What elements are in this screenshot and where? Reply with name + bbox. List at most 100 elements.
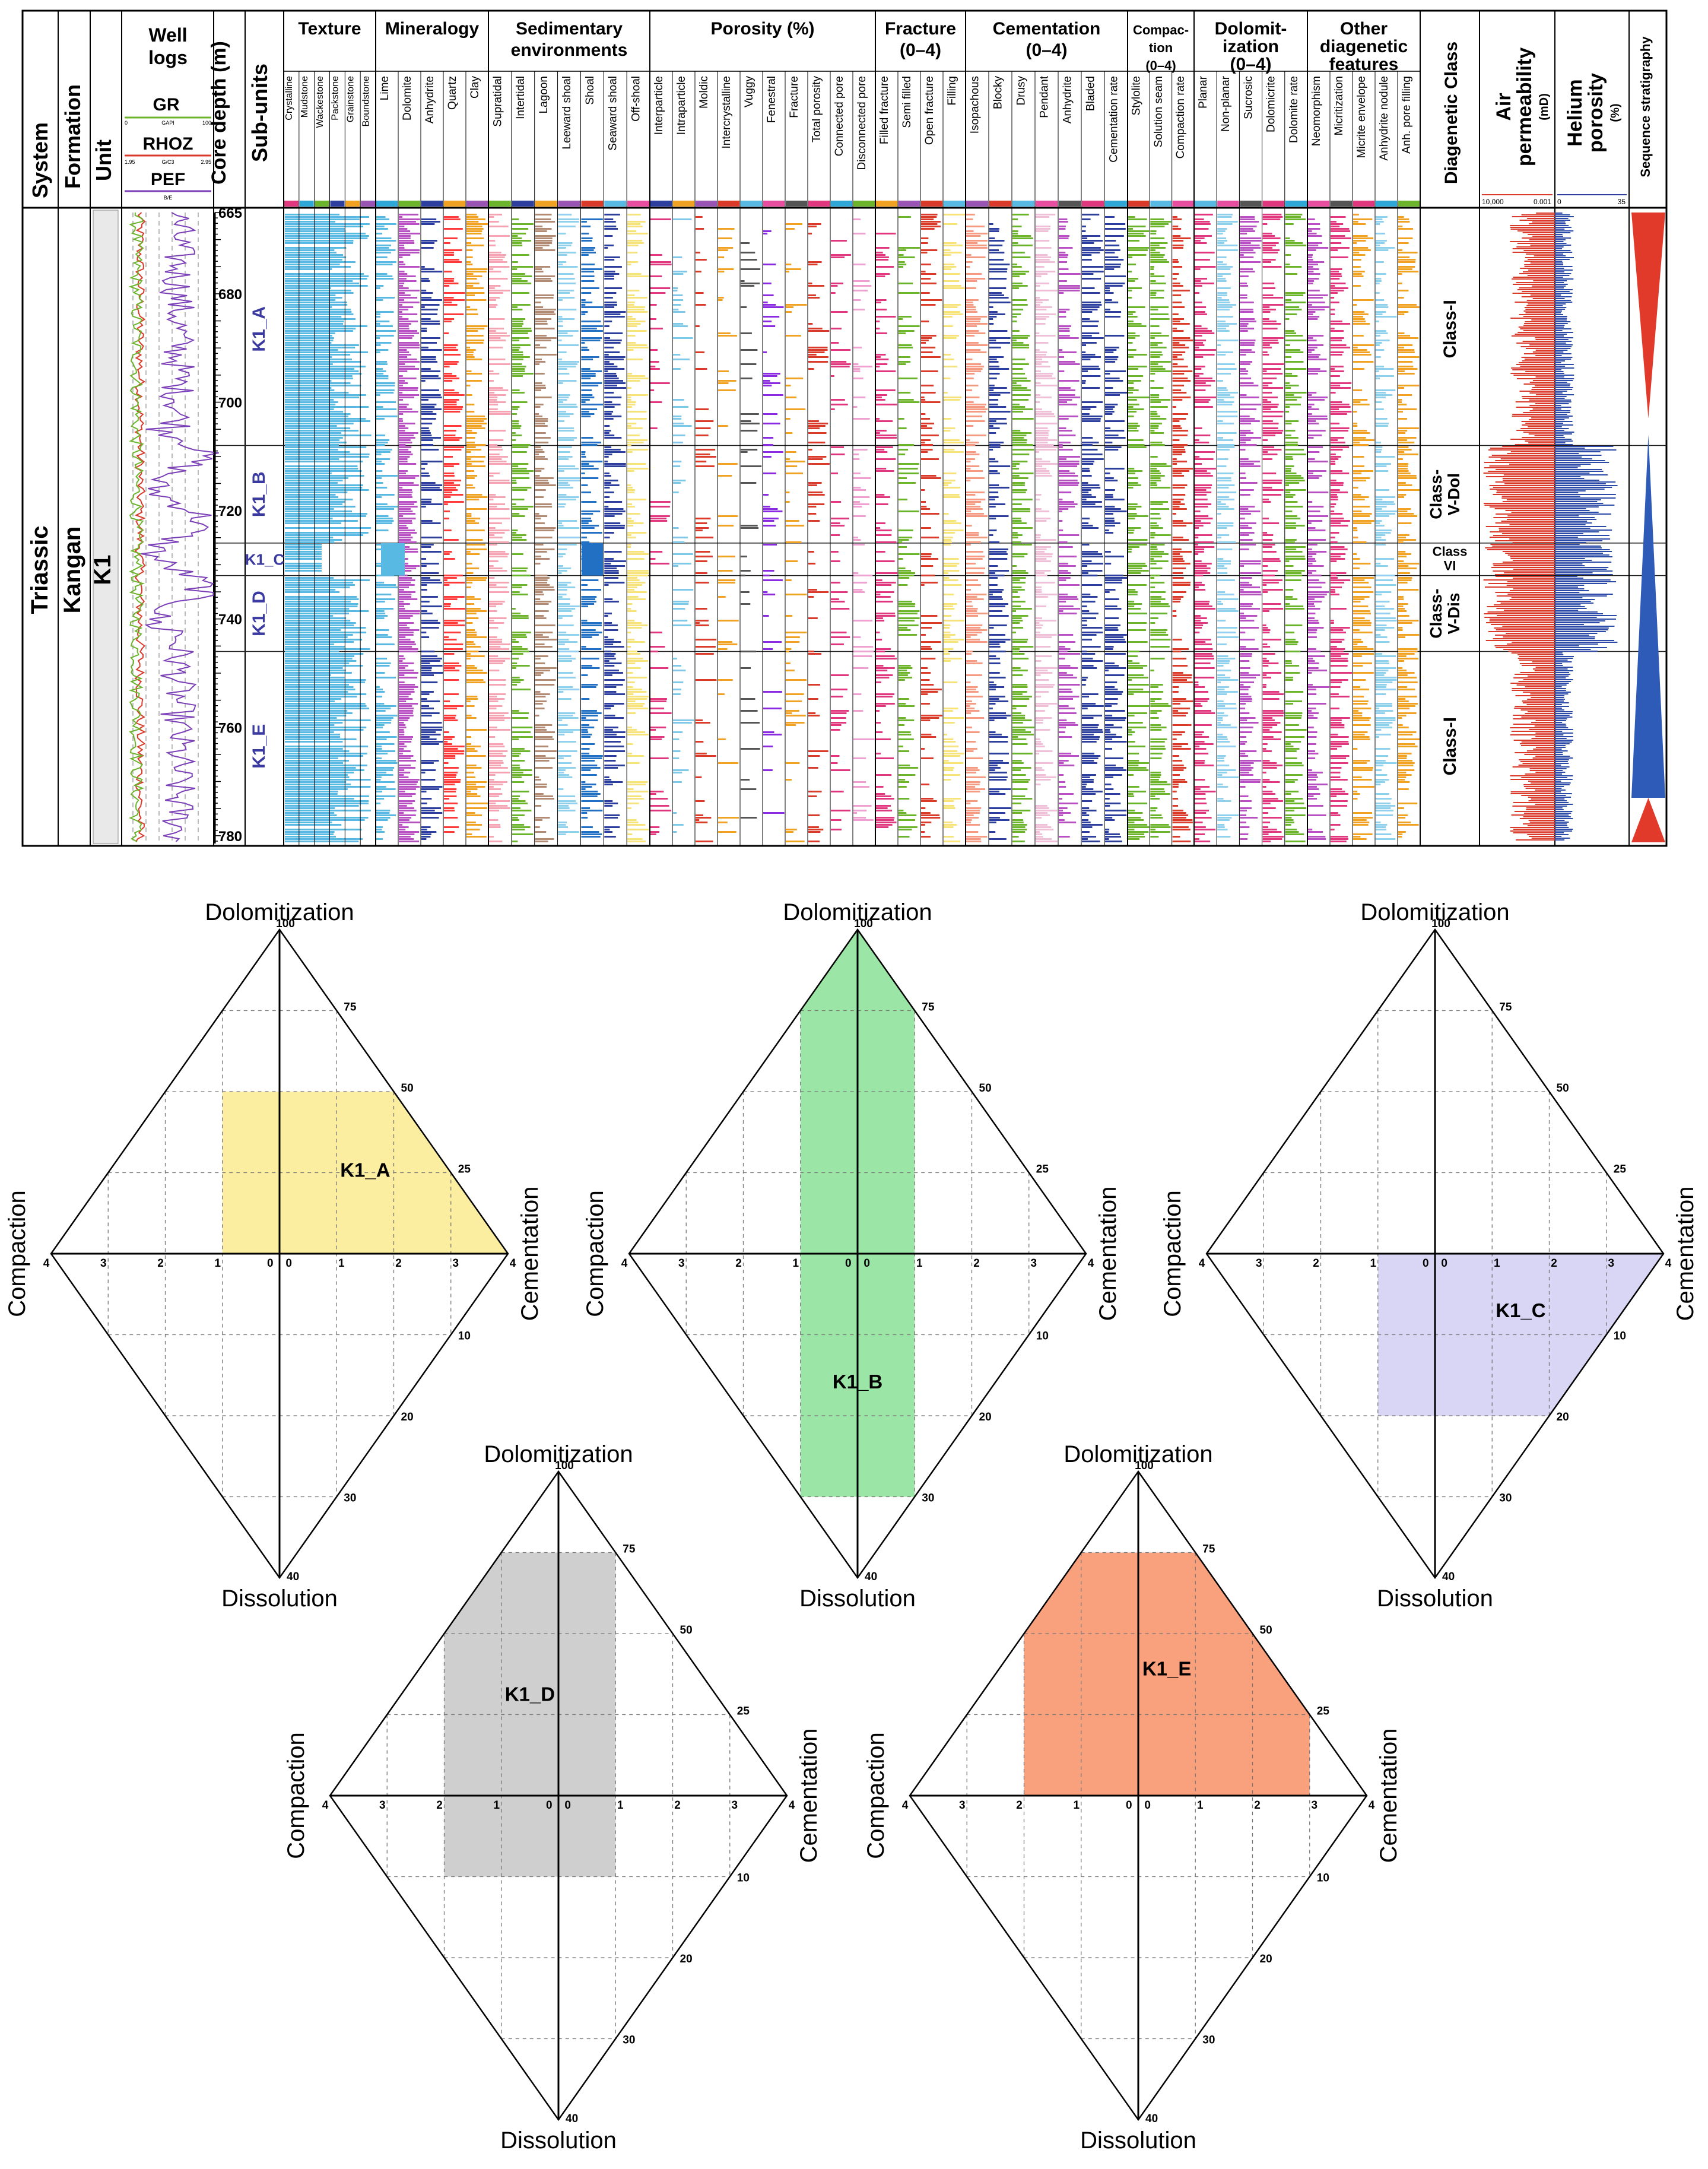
header-sub-units: Sub-units bbox=[247, 64, 272, 162]
group-title: environments bbox=[511, 40, 628, 60]
diagenetic-class-label: V-Dis bbox=[1445, 593, 1463, 635]
column-header: Lagoon bbox=[538, 76, 550, 113]
data-bars bbox=[535, 214, 557, 842]
horizontal-tick-label: 3 bbox=[959, 1799, 966, 1812]
helium-title-2: porosity bbox=[1585, 73, 1607, 153]
column-header: Semi filled bbox=[901, 76, 913, 128]
column-header: Seaward shoal bbox=[607, 76, 620, 151]
horizontal-tick-label: 1 bbox=[792, 1257, 799, 1270]
column-color-bar bbox=[763, 201, 785, 207]
axis-title-dolomitization: Dolomitization bbox=[205, 899, 354, 925]
helium-porosity-bars bbox=[1555, 213, 1618, 841]
bottom-scale-label: 20 bbox=[979, 1411, 992, 1423]
group-title: (0–4) bbox=[1145, 58, 1176, 73]
rhoz-min: 1.95 bbox=[125, 159, 135, 165]
column-color-bar bbox=[376, 201, 398, 207]
subunit-label: K1_C bbox=[245, 550, 285, 568]
data-bars bbox=[444, 216, 465, 833]
top-scale-label: 50 bbox=[1260, 1624, 1272, 1637]
column-color-bar bbox=[361, 201, 375, 207]
column-color-bar bbox=[1172, 201, 1193, 207]
horizontal-tick-label: 4 bbox=[43, 1257, 50, 1270]
top-scale-label: 75 bbox=[922, 1001, 935, 1014]
column-color-bar bbox=[944, 201, 965, 207]
column-color-bar bbox=[1105, 201, 1127, 207]
column-header: Dolomite rate bbox=[1288, 76, 1300, 143]
column-color-bar bbox=[466, 201, 488, 207]
data-bars bbox=[399, 214, 420, 842]
region-label: K1_D bbox=[505, 1683, 555, 1705]
rhoz-max: 2.95 bbox=[201, 159, 211, 165]
region-label: K1_C bbox=[1496, 1299, 1545, 1321]
column-header: Packstone bbox=[331, 76, 341, 120]
bottom-scale-label: 20 bbox=[1260, 1953, 1272, 1965]
depth-label: 780 bbox=[218, 829, 242, 845]
bottom-scale-label: 30 bbox=[1202, 2034, 1215, 2047]
column-header: Crystalline bbox=[284, 76, 294, 120]
horizontal-tick-label: 1 bbox=[1494, 1257, 1500, 1270]
column-header: Lime bbox=[379, 76, 391, 100]
horizontal-tick-label: 0 bbox=[285, 1257, 292, 1270]
column-header: Isopachous bbox=[969, 76, 981, 134]
column-header: Non-planar bbox=[1220, 75, 1232, 132]
data-bars bbox=[921, 214, 942, 838]
column-header: Open fracture bbox=[923, 76, 936, 145]
column-header: Bladed bbox=[1084, 76, 1097, 111]
axis-title-cementation: Cementation bbox=[796, 1729, 822, 1863]
data-bars bbox=[808, 223, 830, 842]
data-bars bbox=[284, 214, 372, 842]
group-title: Mineralogy bbox=[385, 19, 480, 39]
column-color-bar bbox=[299, 201, 314, 207]
axis-title-dolomitization: Dolomitization bbox=[1360, 899, 1509, 925]
unit-label: K1 bbox=[90, 554, 116, 585]
gr-unit: GAPI bbox=[161, 120, 174, 126]
diagenetic-class-label: Class- bbox=[1427, 589, 1445, 639]
top-scale-label: 100 bbox=[276, 918, 295, 930]
group-title: ization bbox=[1223, 37, 1279, 56]
header-unit: Unit bbox=[91, 139, 116, 181]
bottom-scale-label: 20 bbox=[1557, 1411, 1569, 1423]
top-scale-label: 50 bbox=[1557, 1082, 1569, 1095]
data-bars bbox=[1172, 216, 1193, 842]
pef-curve bbox=[141, 212, 219, 842]
rhoz-curve bbox=[134, 212, 147, 842]
depth-label: 720 bbox=[218, 503, 242, 519]
bottom-scale-label: 30 bbox=[623, 2034, 635, 2047]
header-core-depth: Core depth (m) bbox=[208, 41, 230, 185]
diagenetic-class-label: Class bbox=[1433, 544, 1468, 559]
column-header: Compaction rate bbox=[1174, 76, 1187, 158]
axis-title-dissolution: Dissolution bbox=[500, 2127, 617, 2154]
bottom-scale-label: 10 bbox=[1036, 1330, 1049, 1343]
column-color-bar bbox=[1331, 201, 1352, 207]
data-bars bbox=[876, 233, 898, 828]
bottom-scale-label: 10 bbox=[737, 1872, 750, 1885]
data-bars bbox=[1331, 216, 1353, 842]
data-bars bbox=[1128, 216, 1150, 840]
axis-title-compaction: Compaction bbox=[283, 1732, 309, 1859]
axis-title-cementation: Cementation bbox=[1376, 1729, 1402, 1863]
column-color-bar bbox=[444, 201, 465, 207]
column-color-bar bbox=[966, 201, 988, 207]
column-header: Grainstone bbox=[346, 76, 356, 122]
group-title: Fracture bbox=[885, 19, 956, 39]
column-color-bar bbox=[512, 201, 534, 207]
header-system: System bbox=[28, 122, 52, 198]
column-color-bar bbox=[315, 201, 329, 207]
data-bars bbox=[1285, 214, 1307, 842]
column-color-bar bbox=[284, 201, 299, 207]
data-bars bbox=[741, 242, 762, 819]
column-color-bar bbox=[1240, 201, 1262, 207]
top-scale-label: 100 bbox=[854, 918, 873, 930]
horizontal-tick-label: 4 bbox=[621, 1257, 628, 1270]
sequence-red-triangle-top bbox=[1631, 213, 1665, 418]
group-title: Dolomit- bbox=[1215, 19, 1287, 39]
helium-title-1: Helium bbox=[1564, 79, 1586, 146]
column-header: Intertidal bbox=[515, 76, 527, 119]
depth-label: 680 bbox=[218, 287, 242, 303]
bottom-scale-label: 30 bbox=[344, 1492, 356, 1505]
